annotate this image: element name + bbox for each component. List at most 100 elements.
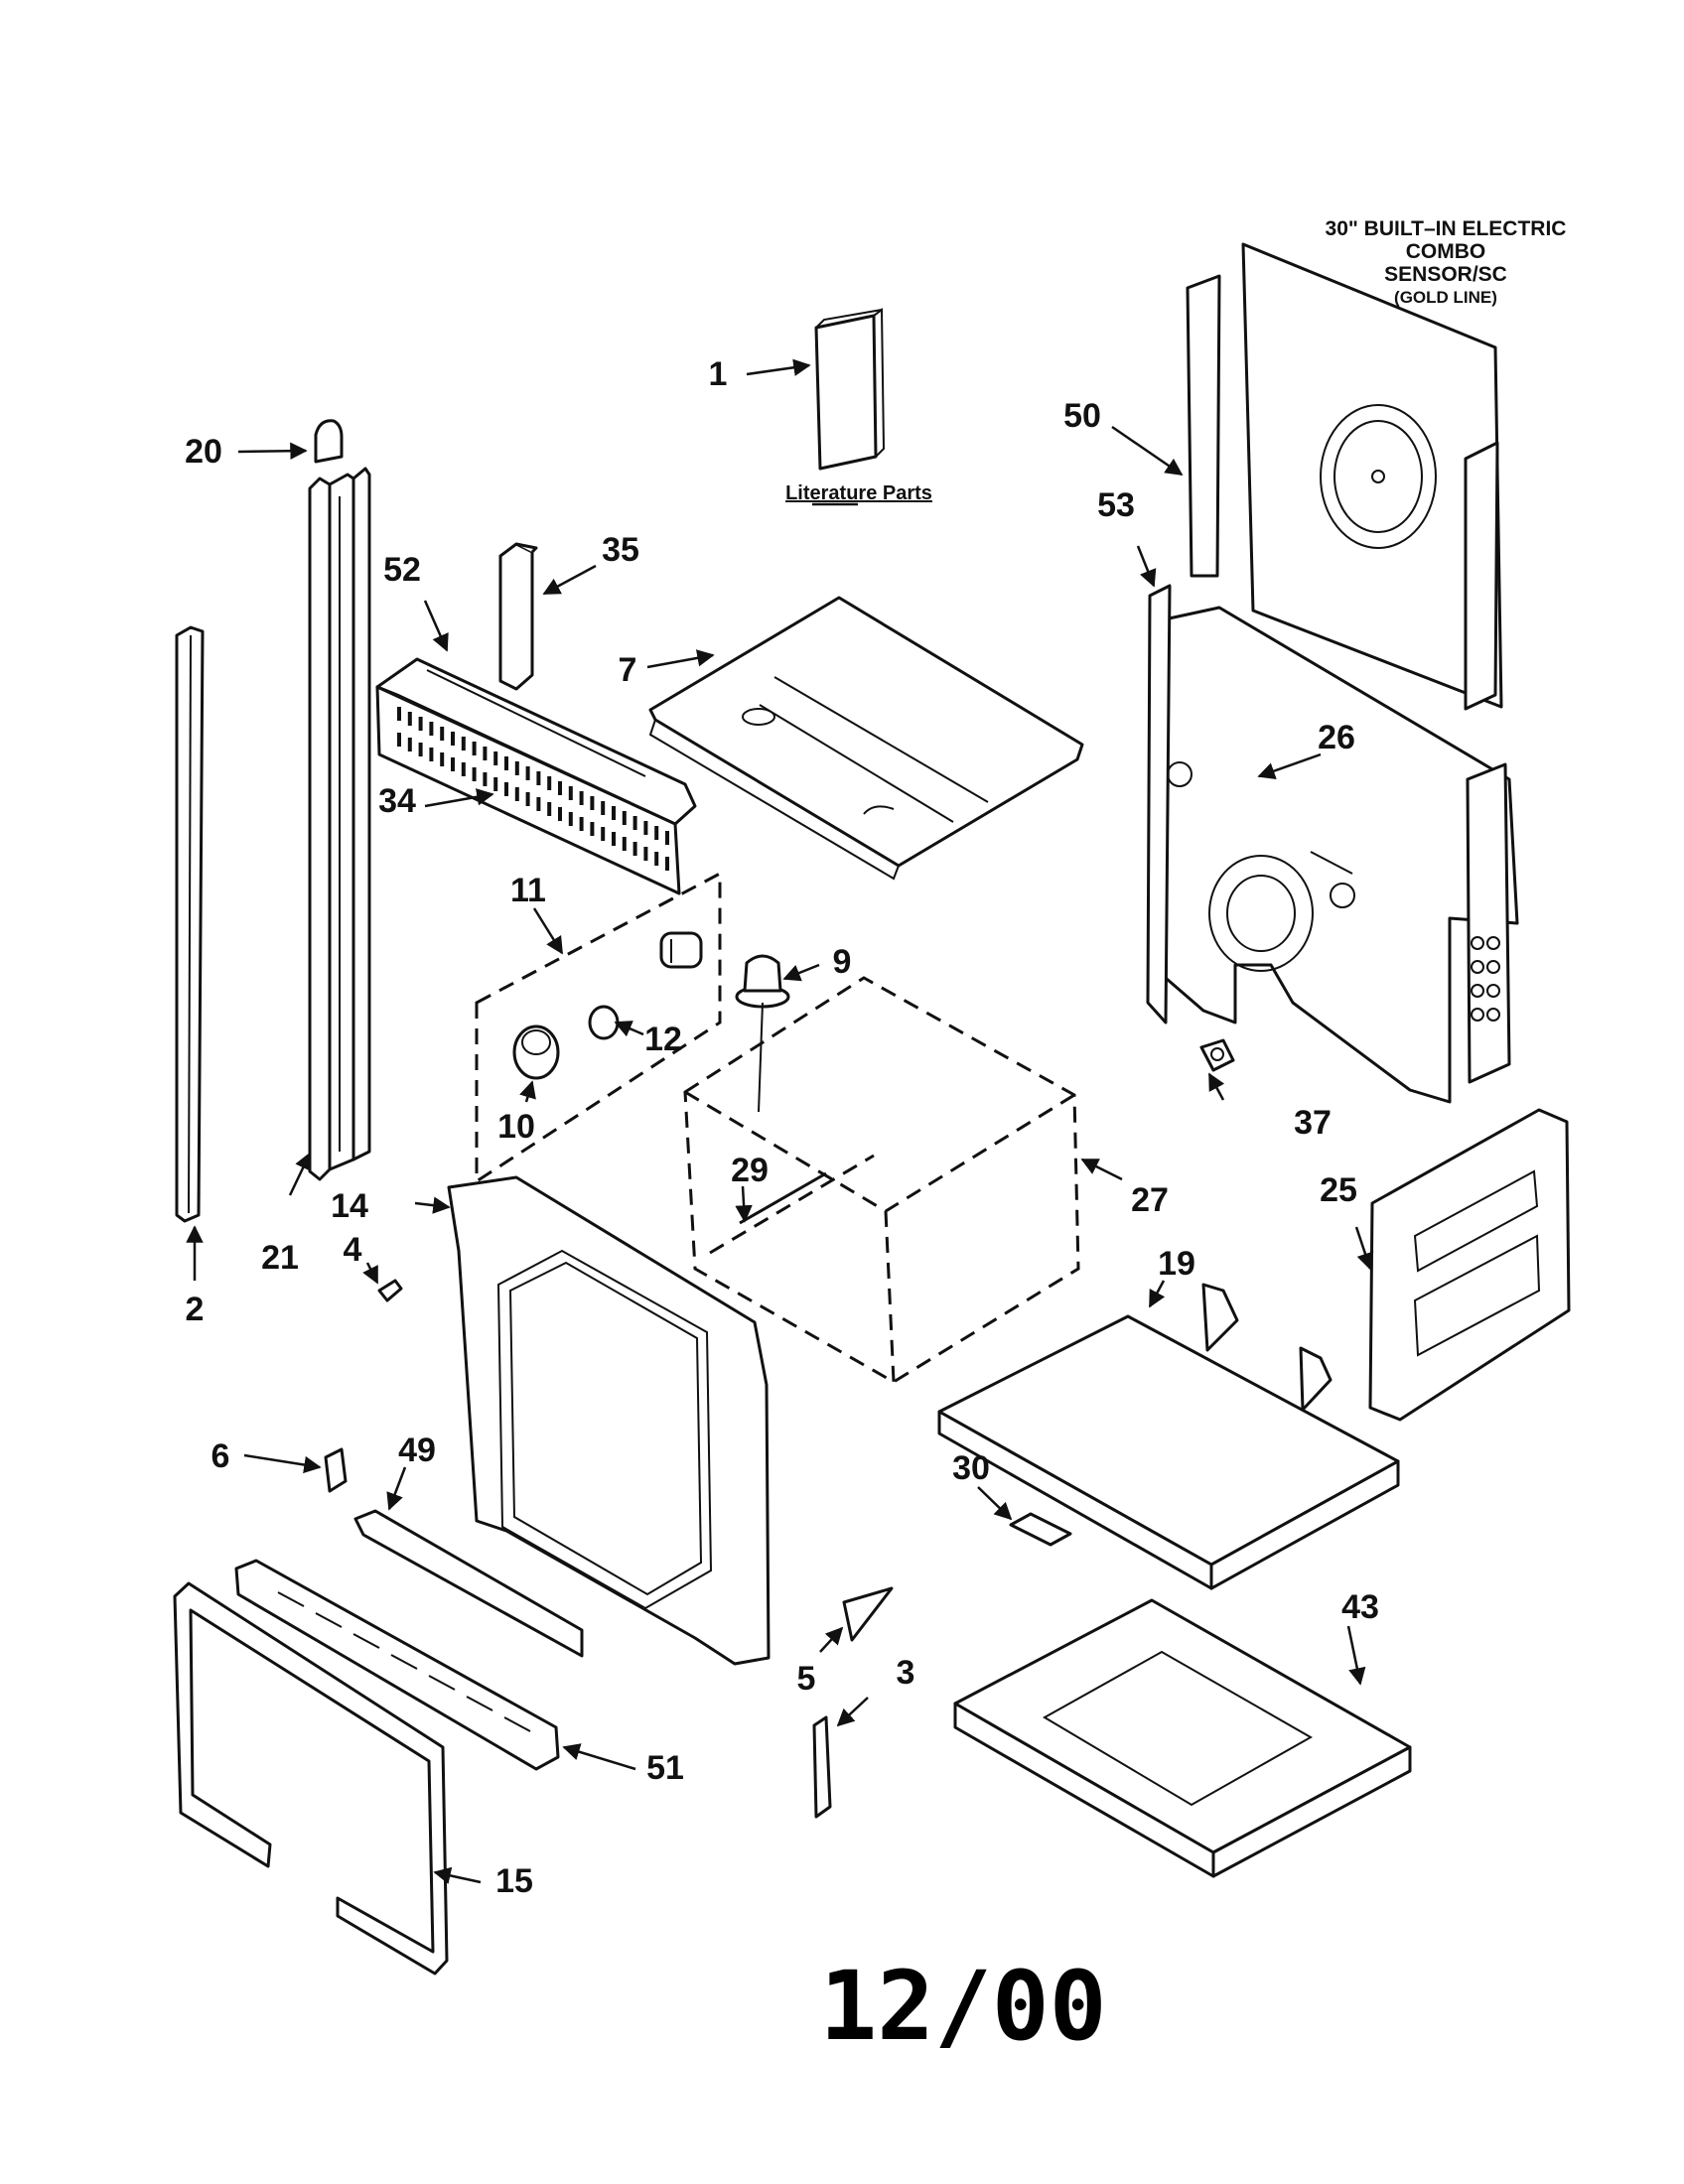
callout-52: 52 xyxy=(383,551,421,589)
part-53-insulation xyxy=(1146,584,1172,1024)
trim-slot xyxy=(352,1633,380,1649)
callout-12: 12 xyxy=(644,1021,682,1058)
trim-slot xyxy=(466,1696,493,1711)
callout-4: 4 xyxy=(344,1231,362,1269)
part-35-bracket xyxy=(498,542,538,691)
grille-slot xyxy=(429,722,434,736)
grille-slot xyxy=(407,738,412,751)
panel-hole xyxy=(1471,960,1484,974)
callout-15: 15 xyxy=(495,1862,533,1900)
grille-slot xyxy=(451,757,455,771)
title-line-1: 30" BUILT–IN ELECTRIC xyxy=(1326,217,1567,240)
grille-slot xyxy=(440,727,445,741)
callout-29: 29 xyxy=(731,1152,769,1189)
callout-9: 9 xyxy=(833,943,852,981)
panel-hole xyxy=(1471,1008,1484,1022)
part-15-door-gasket xyxy=(173,1581,449,1976)
grille-slot xyxy=(525,766,530,780)
panel-hole xyxy=(1486,936,1500,950)
callout-19: 19 xyxy=(1158,1245,1195,1283)
grille-slot xyxy=(407,712,412,726)
grille-slot xyxy=(590,796,595,810)
part-10-knob xyxy=(512,1024,560,1080)
callout-11: 11 xyxy=(510,872,546,909)
grille-slot xyxy=(440,752,445,766)
callout-3: 3 xyxy=(897,1654,915,1692)
grille-slot xyxy=(461,762,466,776)
callout-37: 37 xyxy=(1294,1104,1332,1142)
grille-slot xyxy=(632,816,637,830)
panel-hole xyxy=(1471,984,1484,998)
grille-slot xyxy=(397,733,401,747)
grille-slot xyxy=(579,791,584,805)
part-11-control-group xyxy=(475,871,722,1184)
grille-slot xyxy=(493,777,498,791)
part-25-side-panel-right xyxy=(1466,762,1511,1084)
part-9-sensor xyxy=(735,954,790,1113)
grille-slot xyxy=(665,831,669,845)
callout-2: 2 xyxy=(186,1291,205,1328)
grille-slot xyxy=(590,822,595,836)
part-14-front-frame xyxy=(447,1175,771,1666)
grille-slot xyxy=(472,767,477,781)
grille-slot xyxy=(601,801,606,815)
grille-slot xyxy=(632,842,637,856)
part-12-button xyxy=(588,1005,620,1040)
grille-slot xyxy=(472,742,477,755)
grille-slot xyxy=(514,761,519,775)
grille-slot xyxy=(493,751,498,765)
grille-slot xyxy=(536,797,541,811)
part-29-element xyxy=(739,1171,827,1225)
callout-6: 6 xyxy=(211,1437,230,1475)
trim-slot xyxy=(428,1675,456,1691)
grille-slot xyxy=(654,826,659,840)
part-30-bracket xyxy=(1009,1512,1072,1547)
part-51-vent-trim xyxy=(234,1559,560,1771)
callout-26: 26 xyxy=(1318,719,1355,756)
part-25-side-panel xyxy=(1368,1108,1571,1422)
date-code: 12/00 xyxy=(820,1951,1107,2062)
grille-slot xyxy=(397,707,401,721)
part-37-clip xyxy=(1199,1038,1235,1072)
leader-lines xyxy=(186,358,1374,1884)
grille-slot xyxy=(665,857,669,871)
part-21-side-trim xyxy=(308,467,371,1181)
grille-slot xyxy=(547,802,552,816)
grille-slot xyxy=(461,737,466,751)
grille-slot xyxy=(483,772,488,786)
grille-slot xyxy=(547,776,552,790)
callout-27: 27 xyxy=(1131,1181,1169,1219)
part-50-back-panel xyxy=(1186,242,1503,711)
grille-slot xyxy=(612,832,616,846)
grille-slot xyxy=(622,837,627,851)
callout-1: 1 xyxy=(709,355,728,393)
grille-slot xyxy=(612,806,616,820)
part-27-oven-cavity xyxy=(683,976,1080,1384)
grille-slot xyxy=(579,817,584,831)
grille-slot xyxy=(568,786,573,800)
callout-10: 10 xyxy=(497,1108,535,1146)
grille-slot xyxy=(654,852,659,866)
part-6-hinge-bracket xyxy=(324,1447,348,1493)
part-19-bottom-tray xyxy=(937,1283,1400,1590)
panel-hole xyxy=(1486,960,1500,974)
model-title: 30" BUILT–IN ELECTRIC COMBO SENSOR/SC (G… xyxy=(1326,217,1567,307)
grille-slot xyxy=(601,827,606,841)
grille-slot xyxy=(451,732,455,746)
trim-slot xyxy=(277,1591,305,1607)
callout-30: 30 xyxy=(952,1449,990,1487)
part-1-literature: Literature Parts xyxy=(785,308,932,506)
grille-slot xyxy=(536,771,541,785)
grille-slot xyxy=(525,792,530,806)
grille-slot xyxy=(568,812,573,826)
literature-parts-label: Literature Parts xyxy=(785,482,932,504)
callout-53: 53 xyxy=(1097,486,1135,524)
part-34-vent-grille xyxy=(375,685,681,895)
grille-slot xyxy=(418,717,423,731)
trim-slot xyxy=(503,1716,531,1732)
part-7-top-panel xyxy=(648,596,1084,881)
callout-labels: 1 20 50 52 35 7 53 26 34 11 9 12 10 37 2… xyxy=(185,355,1379,1900)
part-5-bracket xyxy=(842,1586,894,1642)
callout-50: 50 xyxy=(1063,397,1101,435)
